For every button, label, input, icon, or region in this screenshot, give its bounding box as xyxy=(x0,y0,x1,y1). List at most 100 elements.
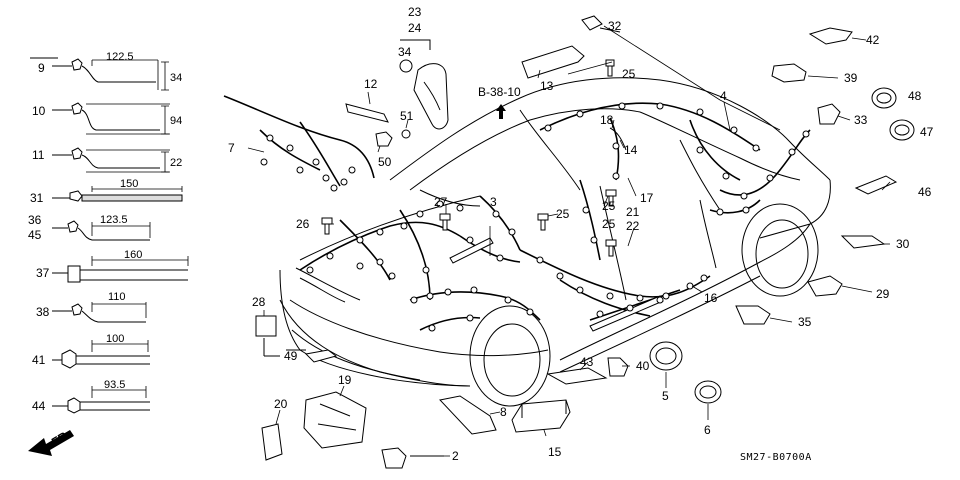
label-42: 42 xyxy=(866,33,880,47)
part-30-clip xyxy=(840,235,886,249)
part-25-bolt-top xyxy=(605,59,615,77)
label-25-lower: 25 xyxy=(602,217,616,231)
part-28-bracket xyxy=(255,315,277,337)
part-32-clip xyxy=(581,15,603,31)
label-30: 30 xyxy=(896,237,910,251)
label-43: 43 xyxy=(580,355,594,369)
dim-9-height: 34 xyxy=(170,72,182,84)
dim-9-length: 122.5 xyxy=(106,51,134,63)
label-4: 4 xyxy=(720,89,727,103)
part-20-bracket xyxy=(261,423,283,461)
label-32: 32 xyxy=(608,19,622,33)
front-direction-arrow xyxy=(28,430,74,456)
part-49-clip xyxy=(304,349,338,363)
part-11-clip xyxy=(52,147,170,173)
label-8: 8 xyxy=(500,405,507,419)
label-9: 9 xyxy=(38,61,45,75)
part-48-grommet xyxy=(871,87,897,109)
dim-31-length: 150 xyxy=(120,178,138,190)
label-10: 10 xyxy=(32,104,46,118)
label-31: 31 xyxy=(30,191,44,205)
part-8-bracket xyxy=(439,395,497,435)
label-51: 51 xyxy=(400,109,414,123)
part-35-clip xyxy=(735,305,771,325)
car-body xyxy=(279,77,831,407)
part-25-bolt-center xyxy=(605,189,617,207)
label-46: 46 xyxy=(918,185,932,199)
dim-38-length: 110 xyxy=(108,291,126,303)
part-13-channel xyxy=(521,45,585,79)
wire-harness xyxy=(223,95,811,332)
label-29: 29 xyxy=(876,287,890,301)
label-44: 44 xyxy=(32,399,46,413)
dim-44-length: 93.5 xyxy=(104,379,125,391)
label-39: 39 xyxy=(844,71,858,85)
part-44-clip xyxy=(52,386,150,414)
label-21: 21 xyxy=(626,205,640,219)
part-2-clip xyxy=(381,447,407,469)
label-11: 11 xyxy=(32,148,45,162)
label-34: 34 xyxy=(398,45,412,59)
part-10-clip xyxy=(52,102,170,135)
leader-lines xyxy=(247,25,891,457)
dim-36-length: 123.5 xyxy=(100,214,128,226)
part-46-bracket xyxy=(854,175,898,195)
label-49: 49 xyxy=(284,349,298,363)
label-24: 24 xyxy=(408,21,422,35)
label-7: 7 xyxy=(228,141,235,155)
part-25-bolt-mid xyxy=(537,213,549,231)
label-22: 22 xyxy=(626,219,640,233)
clip-column xyxy=(28,57,189,456)
part-34-clip xyxy=(399,59,413,73)
part-40-clip xyxy=(607,357,629,377)
part-labels: 23 24 34 12 51 50 7 B-38-10 13 32 25 4 4… xyxy=(228,5,934,463)
label-6: 6 xyxy=(704,423,711,437)
part-43-cover xyxy=(546,367,608,385)
label-5: 5 xyxy=(662,389,669,403)
label-45: 45 xyxy=(28,228,42,242)
label-37: 37 xyxy=(36,266,50,280)
part-36-45-clip xyxy=(52,220,151,241)
label-33: 33 xyxy=(854,113,868,127)
part-39-holder xyxy=(771,63,807,83)
label-13: 13 xyxy=(540,79,554,93)
part-33-holder xyxy=(817,103,841,125)
part-37-clip xyxy=(52,256,189,283)
label-23: 23 xyxy=(408,5,422,19)
label-25-top: 25 xyxy=(622,67,636,81)
label-48: 48 xyxy=(908,89,922,103)
label-40: 40 xyxy=(636,359,650,373)
label-2: 2 xyxy=(452,449,459,463)
part-51-bolt xyxy=(401,129,411,139)
part-9-clip xyxy=(52,58,169,91)
label-50: 50 xyxy=(378,155,392,169)
part-25-bolt-lower xyxy=(605,239,617,257)
label-28: 28 xyxy=(252,295,266,309)
part-19-box xyxy=(303,391,367,449)
part-41-clip xyxy=(52,340,150,369)
part-27-bolt xyxy=(439,213,451,231)
label-16: 16 xyxy=(704,291,718,305)
part-6-grommet xyxy=(694,380,722,404)
dim-37-length: 160 xyxy=(124,249,142,261)
label-17: 17 xyxy=(640,191,654,205)
dim-41-length: 100 xyxy=(106,333,124,345)
part-50-clip xyxy=(375,131,393,147)
label-25-center: 25 xyxy=(602,199,616,213)
label-15: 15 xyxy=(548,445,562,459)
label-19: 19 xyxy=(338,373,352,387)
label-18: 18 xyxy=(600,113,614,127)
label-12: 12 xyxy=(364,77,378,91)
label-27: 27 xyxy=(434,195,448,209)
dim-10-height: 94 xyxy=(170,115,182,127)
part-42-connector xyxy=(808,27,853,45)
label-47: 47 xyxy=(920,125,934,139)
part-47-grommet xyxy=(889,119,915,141)
reference-arrow xyxy=(496,104,506,119)
dim-11-height: 22 xyxy=(170,157,182,169)
label-35: 35 xyxy=(798,315,812,329)
part-5-grommet xyxy=(649,341,683,371)
part-26-bolt xyxy=(321,217,333,235)
part-23-24-cover xyxy=(400,39,449,130)
